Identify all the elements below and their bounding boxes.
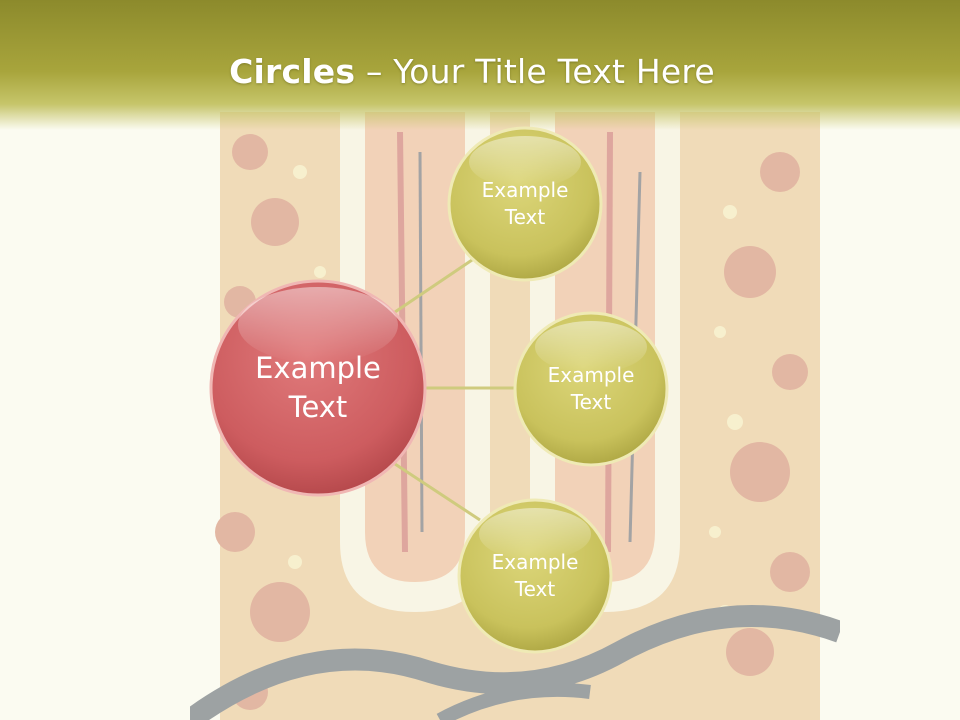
satellite-bottom-line1: Example: [491, 550, 579, 574]
satellite-circle-bottom: [457, 498, 613, 654]
title-bold-part: Circles: [229, 52, 356, 91]
center-circle: [209, 279, 427, 497]
satellite-top-line2: Text: [504, 205, 546, 229]
satellite-middle-line2: Text: [570, 390, 612, 414]
satellite-bottom-line2: Text: [514, 577, 556, 601]
satellite-top-line1: Example: [481, 178, 569, 202]
slide-title: Circles – Your Title Text Here: [0, 52, 944, 91]
satellite-middle-line1: Example: [547, 363, 635, 387]
connector-line-bottom: [394, 462, 481, 522]
satellite-circle-top: [447, 126, 603, 282]
satellite-circle-middle: [513, 311, 669, 467]
title-bar: [0, 0, 960, 130]
connector-line-top: [394, 256, 476, 314]
center-label-line1: Example: [255, 350, 381, 385]
title-rest-part: – Your Title Text Here: [355, 52, 715, 91]
center-label-line2: Text: [288, 390, 348, 424]
